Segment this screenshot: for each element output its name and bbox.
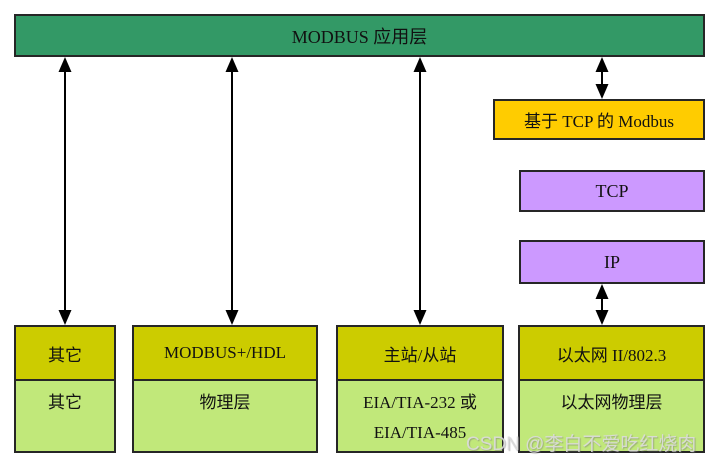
other-physical-layer-cell: 其它 (16, 381, 114, 418)
master-slave-cell: 主站/从站 (338, 327, 502, 381)
ip-box: IP (519, 240, 705, 284)
arrow-app-to-modbusplus (225, 57, 239, 325)
modbus-over-tcp-label: 基于 TCP 的 Modbus (523, 112, 675, 131)
ethernet-physical-label: 以太网物理层 (560, 393, 663, 412)
arrow-app-to-masterslave (413, 57, 427, 325)
master-slave-label: 主站/从站 (383, 345, 457, 365)
arrow-app-to-modbustcp (595, 57, 609, 99)
tcp-box: TCP (519, 170, 705, 212)
column-modbus-plus: MODBUS+/HDL 物理层 (132, 325, 318, 453)
modbus-plus-label: MODBUS+/HDL (164, 343, 286, 362)
ip-label: IP (603, 251, 620, 272)
ethernet-ii-label: 以太网 II/802.3 (556, 345, 667, 365)
ethernet-ii-cell: 以太网 II/802.3 (520, 327, 703, 381)
csdn-watermark: CSDN @李白不爱吃红烧肉 (466, 434, 697, 455)
modbus-plus-link-layer-cell: MODBUS+/HDL (134, 327, 316, 381)
eia-tia-485-label: EIA/TIA-485 (373, 423, 467, 442)
column-master-slave: 主站/从站 EIA/TIA-232 或 EIA/TIA-485 (336, 325, 504, 453)
physical-layer-label: 物理层 (199, 393, 251, 412)
other-link-layer-label: 其它 (48, 345, 82, 365)
arrow-app-to-other (58, 57, 72, 325)
eia-tia-cell: EIA/TIA-232 或 EIA/TIA-485 (338, 381, 502, 448)
ethernet-physical-cell: 以太网物理层 (520, 381, 703, 418)
modbus-application-layer-label: MODBUS 应用层 (291, 26, 428, 47)
other-link-layer-cell: 其它 (16, 327, 114, 381)
modbus-application-layer-box: MODBUS 应用层 (14, 14, 705, 57)
other-physical-layer-label: 其它 (48, 393, 82, 412)
modbus-over-tcp-box: 基于 TCP 的 Modbus (493, 99, 705, 140)
modbus-plus-physical-layer-cell: 物理层 (134, 381, 316, 418)
column-ethernet: 以太网 II/802.3 以太网物理层 (518, 325, 705, 453)
eia-tia-232-label: EIA/TIA-232 或 (363, 393, 477, 412)
column-other: 其它 其它 (14, 325, 116, 453)
tcp-label: TCP (595, 180, 629, 201)
arrow-ip-to-ethernet (595, 284, 609, 325)
